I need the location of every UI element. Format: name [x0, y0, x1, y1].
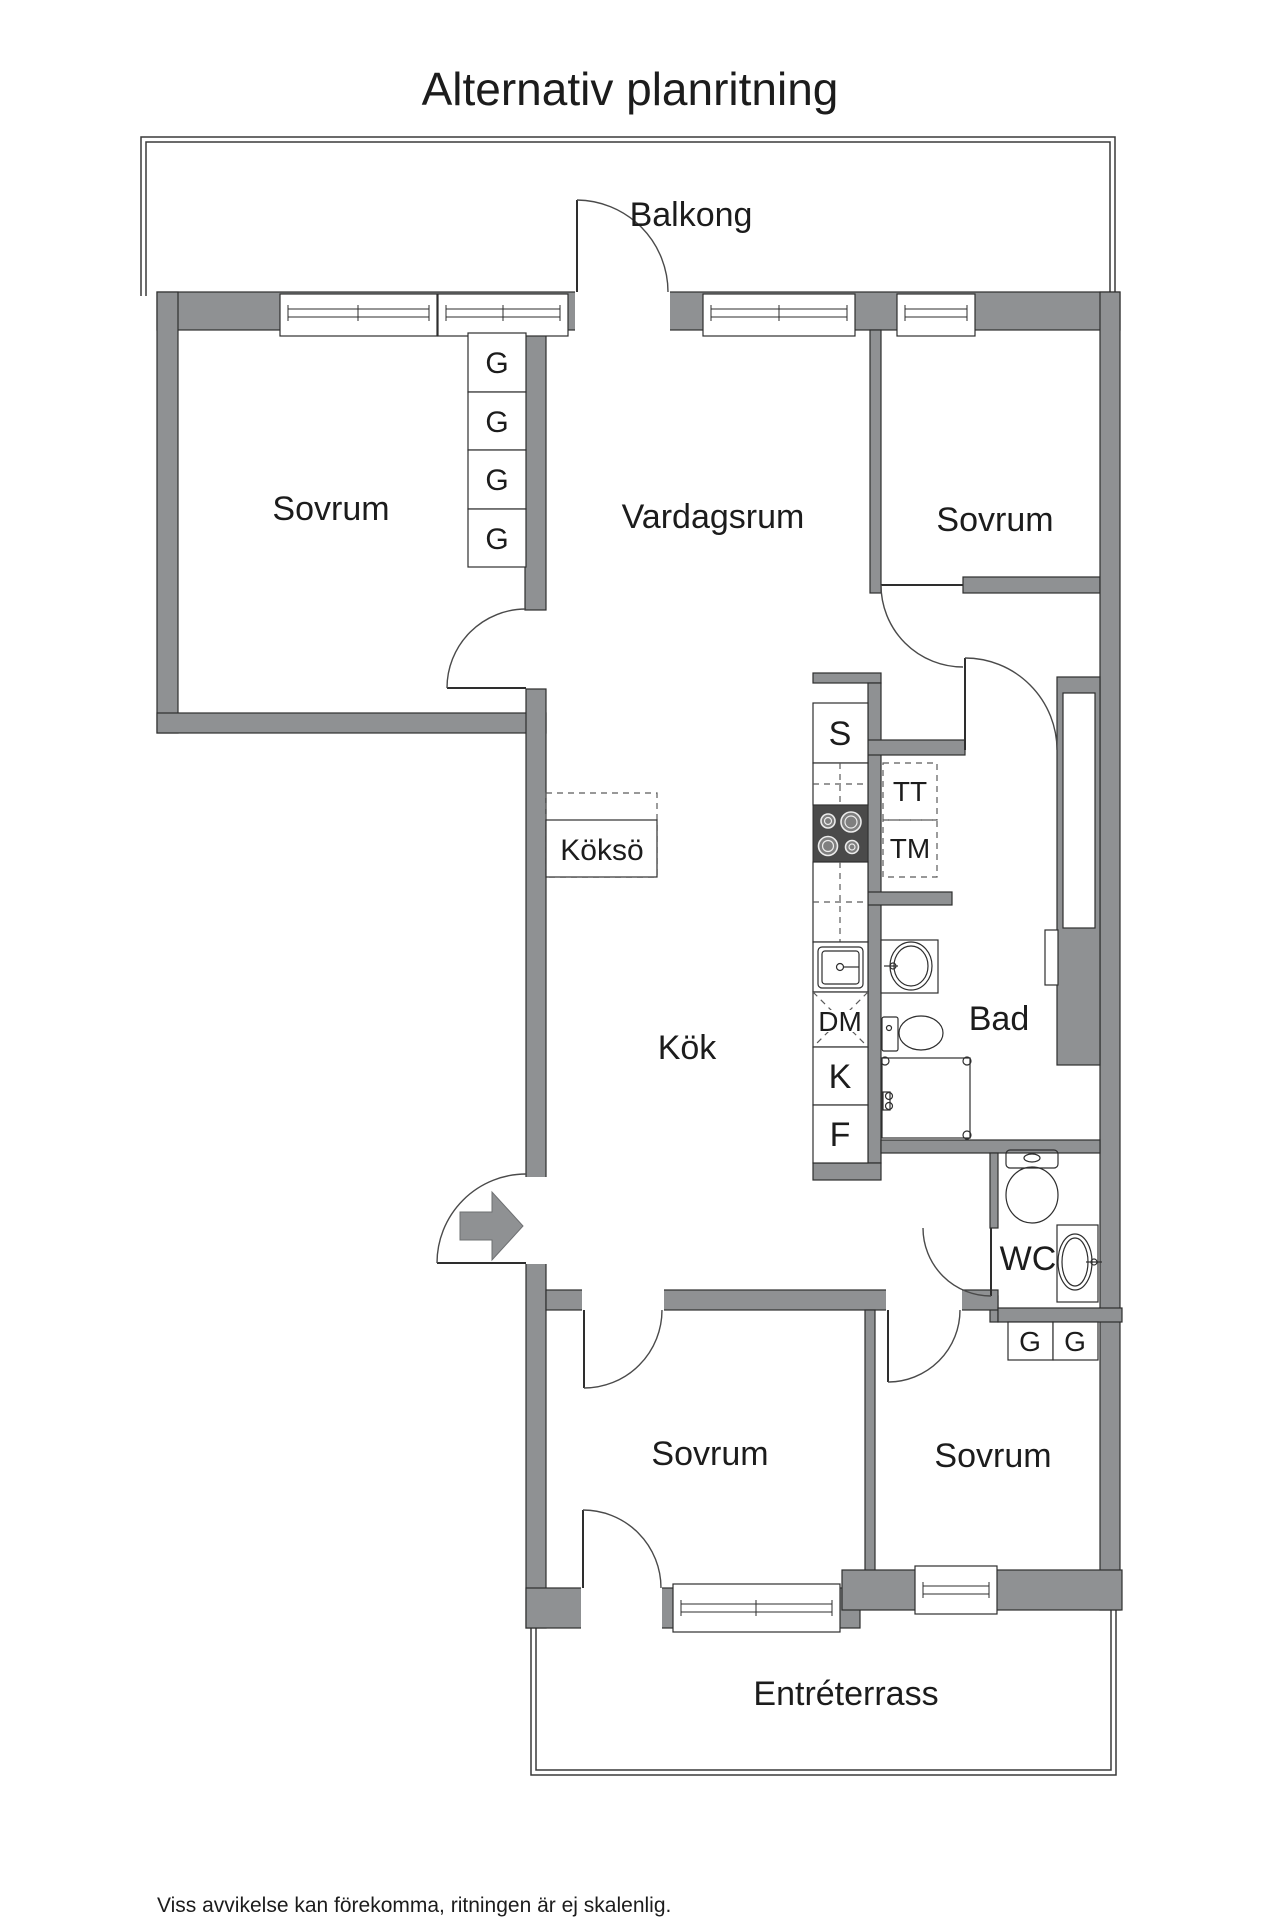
room-label-wc: WC: [1000, 1240, 1057, 1278]
wardrobe-label: G: [485, 523, 508, 556]
balcony-door: [576, 199, 669, 293]
bedroom-se-door: [887, 1309, 961, 1383]
room-label-kitchen: Kök: [658, 1029, 718, 1067]
pantry-cabinet: [812, 702, 869, 764]
entrance-arrow: [459, 1190, 524, 1262]
bedroom-sw-door: [583, 1309, 663, 1389]
wall-kitchen-top-stub: [812, 672, 882, 684]
washer-label: TM: [890, 833, 930, 864]
wall-bedroom-ne-bottom: [962, 576, 1101, 594]
wardrobe-label: G: [1064, 1326, 1086, 1357]
wall-bath-top: [867, 739, 966, 756]
room-label-bedroom-nw: Sovrum: [272, 490, 389, 528]
wc-toilet: [1005, 1149, 1059, 1224]
wall-laundry-bottom-stub: [867, 891, 953, 906]
bath-toilet: [881, 1015, 944, 1052]
window-living-east: [702, 293, 856, 337]
exterior-wall-left: [156, 291, 179, 734]
bedroom-ne-door: [880, 584, 964, 668]
room-label-terrace: Entréterrass: [753, 1675, 938, 1713]
wardrobe-label: G: [485, 464, 508, 497]
wardrobes-se: G G: [1007, 1321, 1099, 1361]
wardrobes-nw: G G G G: [467, 332, 527, 568]
wardrobe-box: [467, 391, 527, 451]
kitchen-strip: S DM K F: [812, 702, 869, 1164]
doors: [436, 199, 1058, 1589]
wall-bedroom-nw-bottom: [156, 712, 547, 734]
wall-bedroom-nw-east: [524, 329, 547, 611]
room-label-bath: Bad: [969, 1000, 1030, 1038]
wall-wc-left-upper: [989, 1152, 999, 1229]
bathroom-fixtures: [880, 929, 1059, 1140]
window-bedroom-sw: [672, 1583, 841, 1633]
wall-kitchen-bottom-stub: [812, 1162, 882, 1181]
stove: [812, 804, 869, 863]
laundry-stack: TT TM: [882, 762, 938, 878]
washer-box: [882, 819, 938, 878]
wall-wc-bottom: [997, 1307, 1123, 1323]
window-bedroom-nw: [279, 293, 438, 337]
fridge-label: K: [829, 1058, 852, 1096]
kitchen-sink: [817, 946, 864, 989]
terrace-outline-inner: [535, 1610, 1112, 1771]
room-label-balcony: Balkong: [630, 196, 753, 234]
opening-terrace-door: [581, 1586, 662, 1630]
bathroom-door: [964, 657, 1058, 751]
wc-fixtures: [1005, 1149, 1102, 1303]
wardrobe-box: [467, 449, 527, 510]
balcony-outline-outer: [140, 136, 1116, 296]
wall-openings: [524, 290, 962, 1630]
room-label-bedroom-se: Sovrum: [934, 1437, 1051, 1475]
wardrobe-label: G: [485, 347, 508, 380]
wardrobe-box: [467, 508, 527, 568]
opening-entrance: [524, 1177, 548, 1264]
wall-hall-left: [525, 688, 547, 1629]
entrance-door: [436, 1173, 527, 1264]
terrace-outline-outer: [530, 1610, 1117, 1776]
dryer-label: TT: [893, 776, 927, 807]
window-bedroom-se: [914, 1565, 998, 1615]
dishwasher-label: DM: [818, 1006, 862, 1037]
wc-door: [922, 1227, 992, 1297]
opening-bedroom-se-door: [886, 1288, 962, 1312]
shaft-niche: [1062, 692, 1096, 929]
window-bedroom-ne: [896, 293, 976, 337]
wall-bath-bottom: [880, 1139, 1101, 1154]
disclaimer-text: Viss avvikelse kan förekomma, ritningen …: [157, 1894, 671, 1917]
terrace-door: [582, 1509, 662, 1589]
bath-wall-fixture: [1044, 929, 1059, 986]
opening-bedroom-sw-door: [582, 1288, 664, 1312]
room-label-living: Vardagsrum: [622, 498, 805, 536]
room-label-bedroom-ne: Sovrum: [936, 501, 1053, 539]
wardrobe-label: G: [485, 406, 508, 439]
bedroom-nw-door: [446, 608, 527, 689]
window-living-west: [437, 293, 569, 337]
opening-balcony-door: [575, 290, 670, 332]
page-title: Alternativ planritning: [422, 63, 839, 115]
wardrobe-label: G: [1019, 1326, 1041, 1357]
bath-washbasin: [880, 939, 939, 994]
freezer-cell: [812, 1104, 869, 1164]
kitchen-island: Köksö: [545, 792, 658, 878]
wall-bedrooms-sw-se-divider: [864, 1309, 876, 1576]
shower-area: [880, 1056, 972, 1140]
room-label-kitchen-island: Köksö: [560, 834, 643, 867]
pantry-label: S: [829, 715, 852, 753]
wardrobe-box: [1007, 1321, 1054, 1361]
exterior-wall-right: [1099, 291, 1121, 1611]
windows: [279, 293, 998, 1633]
island-label-box: [545, 819, 658, 878]
wardrobe-box: [1052, 1321, 1099, 1361]
freezer-label: F: [830, 1116, 851, 1154]
balcony-outline-inner: [145, 141, 1111, 296]
room-label-bedroom-sw: Sovrum: [651, 1435, 768, 1473]
wall-living-bedroom-divider: [869, 329, 882, 594]
wc-washbasin: [1056, 1224, 1102, 1303]
island-outline: [545, 792, 658, 878]
